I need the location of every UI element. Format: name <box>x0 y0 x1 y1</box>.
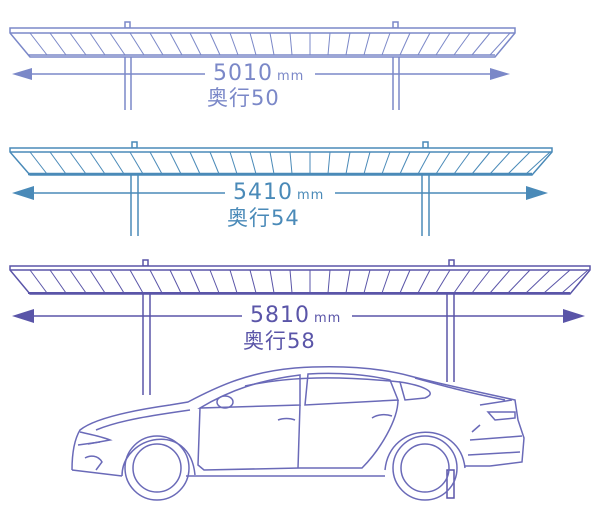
width-label-5410: 5410 mm <box>230 180 328 205</box>
width-unit: mm <box>297 188 325 203</box>
car-outline-icon <box>71 366 525 501</box>
width-unit: mm <box>314 311 342 326</box>
depth-label-58: 奥行58 <box>243 329 316 353</box>
width-label-5010: 5010 mm <box>210 61 308 86</box>
width-value: 5810 <box>250 303 310 328</box>
width-value: 5010 <box>213 61 273 86</box>
depth-label-54: 奥行54 <box>227 206 300 230</box>
depth-label-50: 奥行50 <box>207 86 280 110</box>
width-value: 5410 <box>233 180 293 205</box>
carport-2 <box>9 141 553 236</box>
carport-1 <box>9 21 516 110</box>
carport-3 <box>9 259 591 499</box>
width-unit: mm <box>277 69 305 84</box>
width-label-5810: 5810 mm <box>247 303 345 328</box>
